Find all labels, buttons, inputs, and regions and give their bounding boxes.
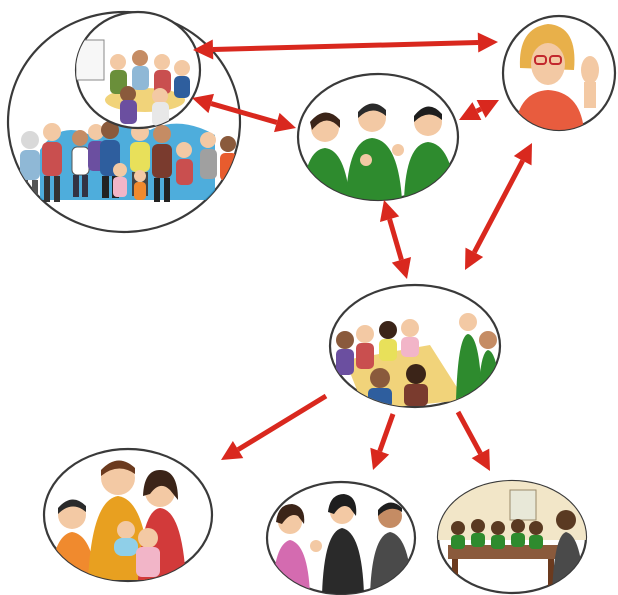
arrow-shaft (377, 413, 396, 453)
edge-deaf-person-to-group-meeting (465, 143, 532, 270)
node-family (42, 447, 214, 583)
edge-group-meeting-to-family (221, 393, 328, 460)
node-office (265, 480, 417, 595)
arrow-shaft (210, 101, 278, 125)
arrowhead (192, 93, 214, 114)
arrowhead (513, 143, 532, 166)
edge-interpreters-to-group-meeting (379, 200, 412, 279)
edge-interpreters-to-deaf-person (459, 100, 499, 120)
edge-group-meeting-to-office (370, 413, 396, 470)
arrowhead (477, 32, 498, 53)
edge-community-to-deaf-person (193, 32, 498, 60)
node-community-gathering (6, 10, 242, 234)
arrowhead (471, 448, 490, 471)
arrow-shaft (236, 393, 328, 452)
interpreters-illustration (302, 103, 456, 200)
arrowhead (274, 112, 296, 133)
arrowhead (391, 257, 412, 279)
woman-with-glasses-illustration (515, 24, 599, 130)
arrowhead (221, 441, 244, 460)
edge-group-meeting-to-school (455, 410, 490, 471)
diagram-edges (192, 32, 532, 471)
arrowhead (465, 247, 484, 270)
community-crowd-illustration (20, 121, 237, 202)
arrow-shaft (212, 40, 479, 52)
arrowhead (379, 200, 400, 222)
arrowhead (193, 39, 214, 60)
arrowhead (476, 100, 499, 118)
arrow-shaft (475, 106, 483, 114)
arrow-shaft (387, 218, 404, 261)
node-school (436, 479, 588, 595)
arrow-shaft (455, 410, 483, 455)
node-deaf-person (501, 14, 617, 132)
arrowhead (459, 102, 482, 120)
node-group-meeting (328, 283, 502, 409)
three-adults-conversing-illustration (272, 494, 412, 594)
edge-community-to-interpreters (192, 93, 296, 133)
arrow-shaft (472, 159, 525, 254)
node-interpreters (296, 72, 460, 202)
arrowhead (370, 447, 390, 470)
inset-meeting-illustration (76, 39, 190, 126)
family-with-baby-illustration (50, 460, 186, 580)
